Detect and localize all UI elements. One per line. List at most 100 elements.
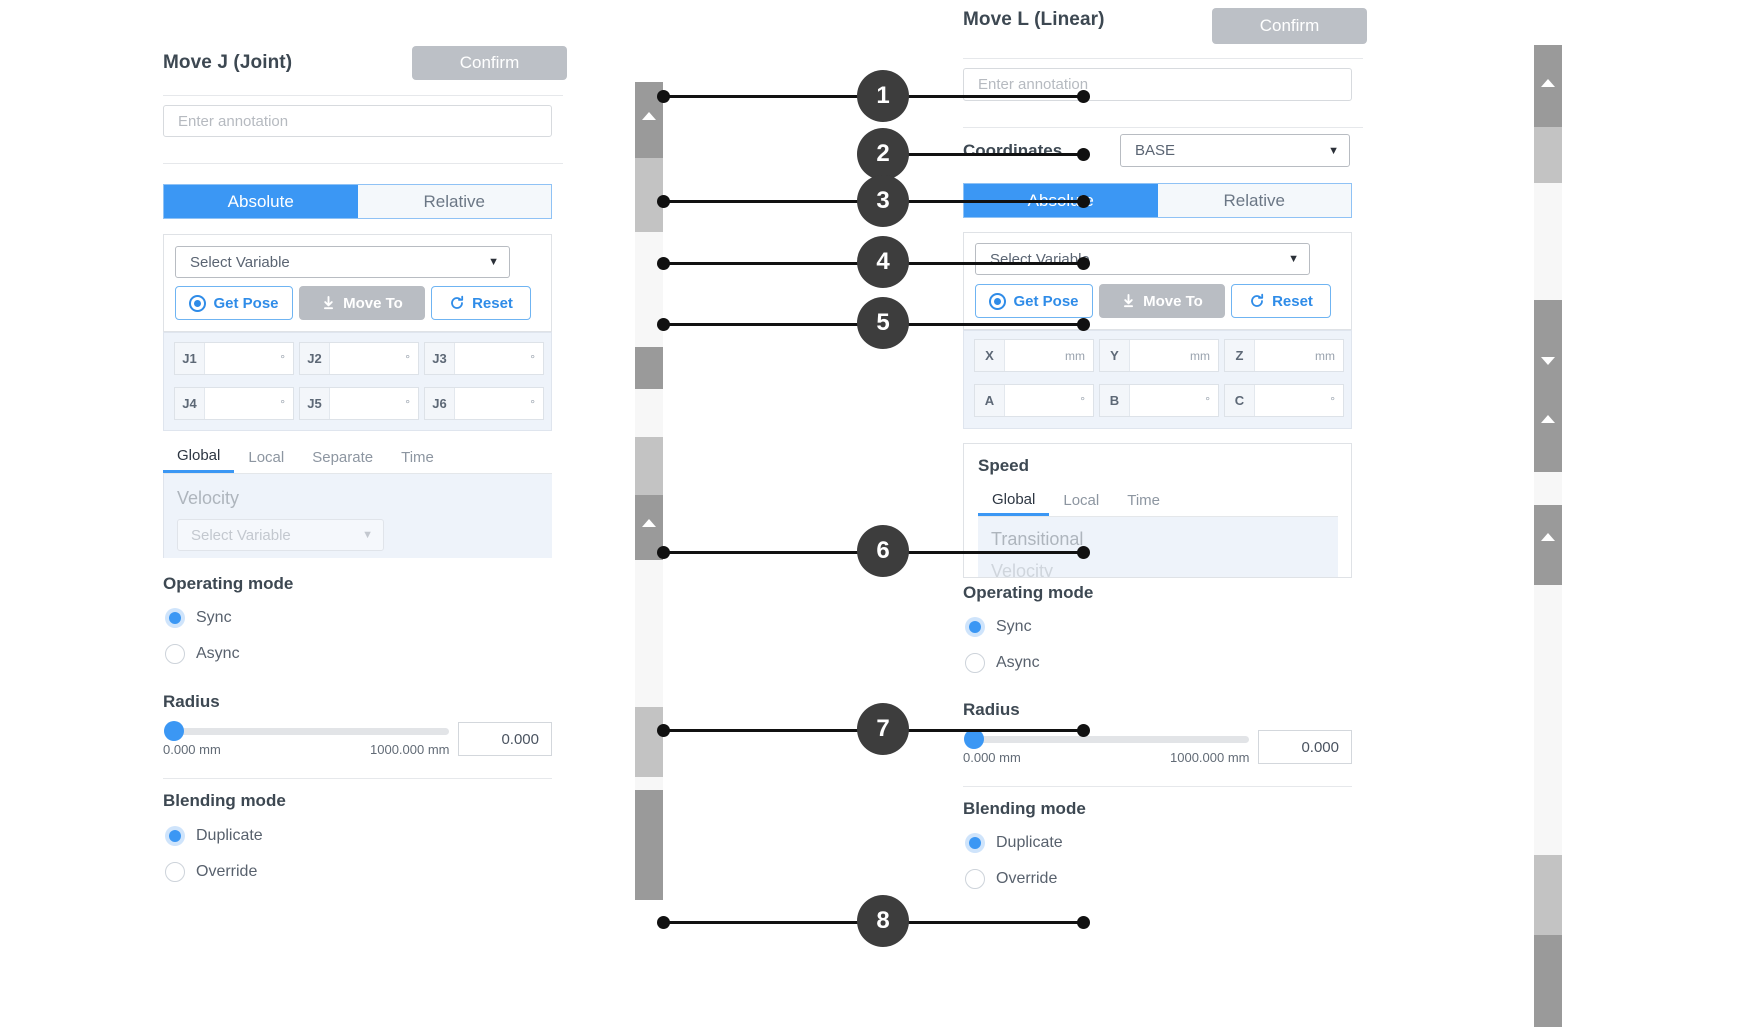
scroll-up-arrow-icon[interactable]: [1541, 415, 1555, 423]
callout-badge-8: 8: [857, 895, 909, 947]
move-l-confirm-button[interactable]: Confirm: [1212, 8, 1367, 44]
tab-time[interactable]: Time: [1127, 492, 1160, 509]
radio-selected-icon: [965, 617, 985, 637]
callout-badge-2: 2: [857, 128, 909, 180]
move-j-tab-absolute[interactable]: Absolute: [164, 185, 358, 218]
move-j-variable-select[interactable]: Select Variable ▼: [175, 246, 510, 278]
joint-field-j3[interactable]: J3 °: [424, 342, 544, 375]
move-l-radio-async[interactable]: Async: [965, 653, 1040, 673]
move-l-radius-max-label: 1000.000 mm: [1170, 750, 1250, 765]
move-j-radio-duplicate-label: Duplicate: [196, 827, 263, 844]
callout-dot-right-8: [1077, 916, 1090, 929]
move-l-reset-button[interactable]: Reset: [1231, 284, 1331, 318]
move-j-radio-override[interactable]: Override: [165, 862, 257, 882]
tab-local[interactable]: Local: [1063, 492, 1100, 509]
scrollbar-thumb-lower[interactable]: [1534, 505, 1562, 585]
scrollbar-track-segment[interactable]: [635, 437, 663, 495]
tab-global[interactable]: Global: [163, 441, 235, 473]
scroll-up-arrow-icon[interactable]: [642, 112, 656, 120]
move-j-radius-value-input[interactable]: 0.000: [458, 722, 552, 756]
move-j-radio-async[interactable]: Async: [165, 644, 240, 664]
move-j-move-to-button[interactable]: Move To: [299, 286, 425, 320]
divider: [163, 163, 563, 164]
callout-badge-5: 5: [857, 297, 909, 349]
move-l-radius-heading: Radius: [963, 700, 1020, 719]
scrollbar-thumb-middle[interactable]: [1534, 300, 1562, 472]
scrollbar-thumb-middle[interactable]: [635, 347, 663, 389]
scrollbar-track-segment[interactable]: [635, 158, 663, 232]
move-l-radio-duplicate[interactable]: Duplicate: [965, 833, 1063, 853]
move-j-annotation-input[interactable]: Enter annotation: [163, 105, 552, 137]
move-j-radio-sync[interactable]: Sync: [165, 608, 232, 628]
pose-field-z[interactable]: Z mm: [1224, 339, 1344, 372]
tab-global[interactable]: Global: [978, 485, 1050, 516]
move-l-variable-select[interactable]: Select Variable ▼: [975, 243, 1310, 275]
scrollbar-track-segment[interactable]: [1534, 127, 1562, 183]
scroll-up-arrow-icon[interactable]: [1541, 79, 1555, 87]
move-l-coordinates-select[interactable]: BASE ▼: [1120, 134, 1350, 167]
pose-field-y[interactable]: Y mm: [1099, 339, 1219, 372]
callout-line-2: [883, 153, 1083, 156]
transitional-label: Transitional: [991, 529, 1084, 549]
move-l-speed-tabs[interactable]: Global Local Time: [978, 485, 1338, 517]
move-j-radius-slider-knob[interactable]: [164, 721, 184, 741]
move-j-title: Move J (Joint): [163, 52, 293, 73]
move-l-radio-sync[interactable]: Sync: [965, 617, 1032, 637]
move-j-get-pose-label: Get Pose: [213, 294, 279, 312]
move-j-mode-segmented[interactable]: Absolute Relative: [163, 184, 552, 219]
move-l-blending-heading: Blending mode: [963, 799, 1086, 818]
pose-field-b[interactable]: B °: [1099, 384, 1219, 417]
move-j-radio-async-label: Async: [196, 645, 240, 662]
joint-field-j5[interactable]: J5 °: [299, 387, 419, 420]
divider: [963, 786, 1352, 787]
move-j-get-pose-button[interactable]: Get Pose: [175, 286, 293, 320]
move-l-radio-override[interactable]: Override: [965, 869, 1057, 889]
scroll-up-arrow-icon[interactable]: [1541, 533, 1555, 541]
joint-field-j6-label: J6: [425, 388, 455, 419]
pose-field-y-unit: mm: [1190, 348, 1210, 363]
move-l-radius-slider-track[interactable]: [964, 736, 1249, 743]
tab-separate[interactable]: Separate: [312, 448, 374, 466]
move-j-velocity-select[interactable]: Select Variable ▼: [177, 519, 384, 551]
move-j-radio-duplicate[interactable]: Duplicate: [165, 826, 263, 846]
move-l-radius-min-label: 0.000 mm: [963, 750, 1021, 765]
move-l-panel: Move L (Linear) Confirm Enter annotation…: [940, 0, 1435, 1027]
move-j-move-to-label: Move To: [343, 294, 403, 312]
target-icon: [989, 292, 1007, 310]
pose-field-c[interactable]: C °: [1224, 384, 1344, 417]
pose-field-x[interactable]: X mm: [974, 339, 1094, 372]
joint-field-j4[interactable]: J4 °: [174, 387, 294, 420]
tab-local[interactable]: Local: [248, 448, 285, 466]
pose-field-a[interactable]: A °: [974, 384, 1094, 417]
move-j-reset-button[interactable]: Reset: [431, 286, 531, 320]
move-l-radius-value-input[interactable]: 0.000: [1258, 730, 1352, 764]
pose-field-y-label: Y: [1100, 340, 1130, 371]
move-l-scrollbar[interactable]: [1534, 45, 1562, 1027]
scroll-down-arrow-icon[interactable]: [1541, 357, 1555, 365]
move-l-radio-async-label: Async: [996, 654, 1040, 671]
move-l-get-pose-button[interactable]: Get Pose: [975, 284, 1093, 318]
move-l-move-to-button[interactable]: Move To: [1099, 284, 1225, 318]
move-l-speed-title: Speed: [978, 456, 1030, 475]
move-j-joint-grid: J1 ° J2 ° J3 ° J4 ° J5 ° J6 °: [163, 332, 552, 431]
joint-field-j1[interactable]: J1 °: [174, 342, 294, 375]
move-j-confirm-button[interactable]: Confirm: [412, 46, 567, 80]
move-j-speed-tabs[interactable]: Global Local Separate Time: [163, 441, 552, 474]
scrollbar-thumb-bottom[interactable]: [635, 790, 663, 900]
scrollbar-thumb-bottom[interactable]: [1534, 935, 1562, 1027]
scroll-up-arrow-icon[interactable]: [642, 519, 656, 527]
move-l-annotation-input[interactable]: Enter annotation: [963, 68, 1352, 101]
move-l-tab-relative[interactable]: Relative: [1157, 184, 1351, 217]
pose-field-x-label: X: [975, 340, 1005, 371]
callout-dot-right-2: [1077, 148, 1090, 161]
tab-time[interactable]: Time: [401, 448, 434, 466]
scrollbar-track-segment[interactable]: [1534, 855, 1562, 935]
move-j-radius-slider-track[interactable]: [164, 728, 449, 735]
divider: [963, 127, 1363, 128]
joint-field-j2[interactable]: J2 °: [299, 342, 419, 375]
move-j-tab-relative[interactable]: Relative: [357, 185, 551, 218]
move-l-radius-slider-knob[interactable]: [964, 729, 984, 749]
joint-field-j6[interactable]: J6 °: [424, 387, 544, 420]
scrollbar-track-segment[interactable]: [635, 707, 663, 777]
